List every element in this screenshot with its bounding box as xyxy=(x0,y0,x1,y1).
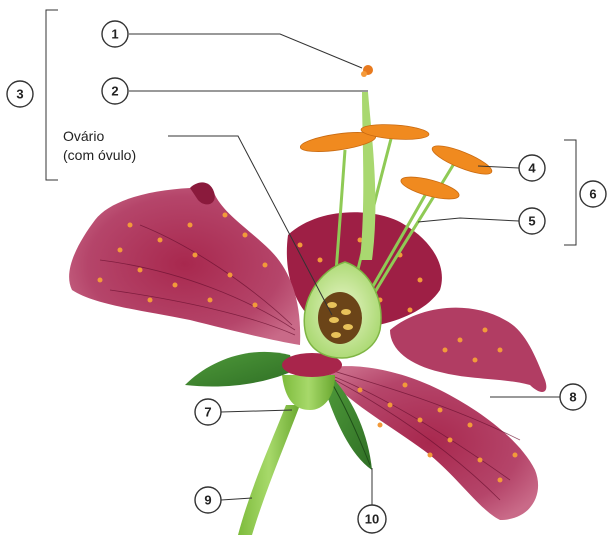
number-badge-8: 8 xyxy=(560,384,586,410)
bracket-6 xyxy=(564,140,576,245)
anthers xyxy=(299,123,494,204)
number-badge-1: 1 xyxy=(102,21,128,47)
number-badge-10: 10 xyxy=(358,505,386,533)
number-4-text: 4 xyxy=(528,161,536,176)
bracket-3 xyxy=(46,10,58,180)
number-2-text: 2 xyxy=(111,84,118,99)
number-9-text: 9 xyxy=(204,493,211,508)
ovario-label-line1: Ovário xyxy=(63,128,104,144)
sepal-left xyxy=(185,352,295,387)
receptacle xyxy=(282,375,335,410)
number-badge-3: 3 xyxy=(7,81,33,107)
number-3-text: 3 xyxy=(16,87,23,102)
number-8-text: 8 xyxy=(569,390,576,405)
number-badge-5: 5 xyxy=(519,208,545,234)
pedicel xyxy=(238,405,300,535)
number-badge-9: 9 xyxy=(195,487,221,513)
number-6-text: 6 xyxy=(589,187,596,202)
ovario-label-line2: (com óvulo) xyxy=(63,147,136,163)
number-5-text: 5 xyxy=(528,214,535,229)
number-badge-6: 6 xyxy=(580,181,606,207)
style xyxy=(360,92,375,260)
number-1-text: 1 xyxy=(111,27,118,42)
number-badge-4: 4 xyxy=(519,155,545,181)
number-7-text: 7 xyxy=(204,405,211,420)
number-badge-7: 7 xyxy=(195,399,221,425)
number-10-text: 10 xyxy=(365,512,379,527)
number-badge-2: 2 xyxy=(102,78,128,104)
